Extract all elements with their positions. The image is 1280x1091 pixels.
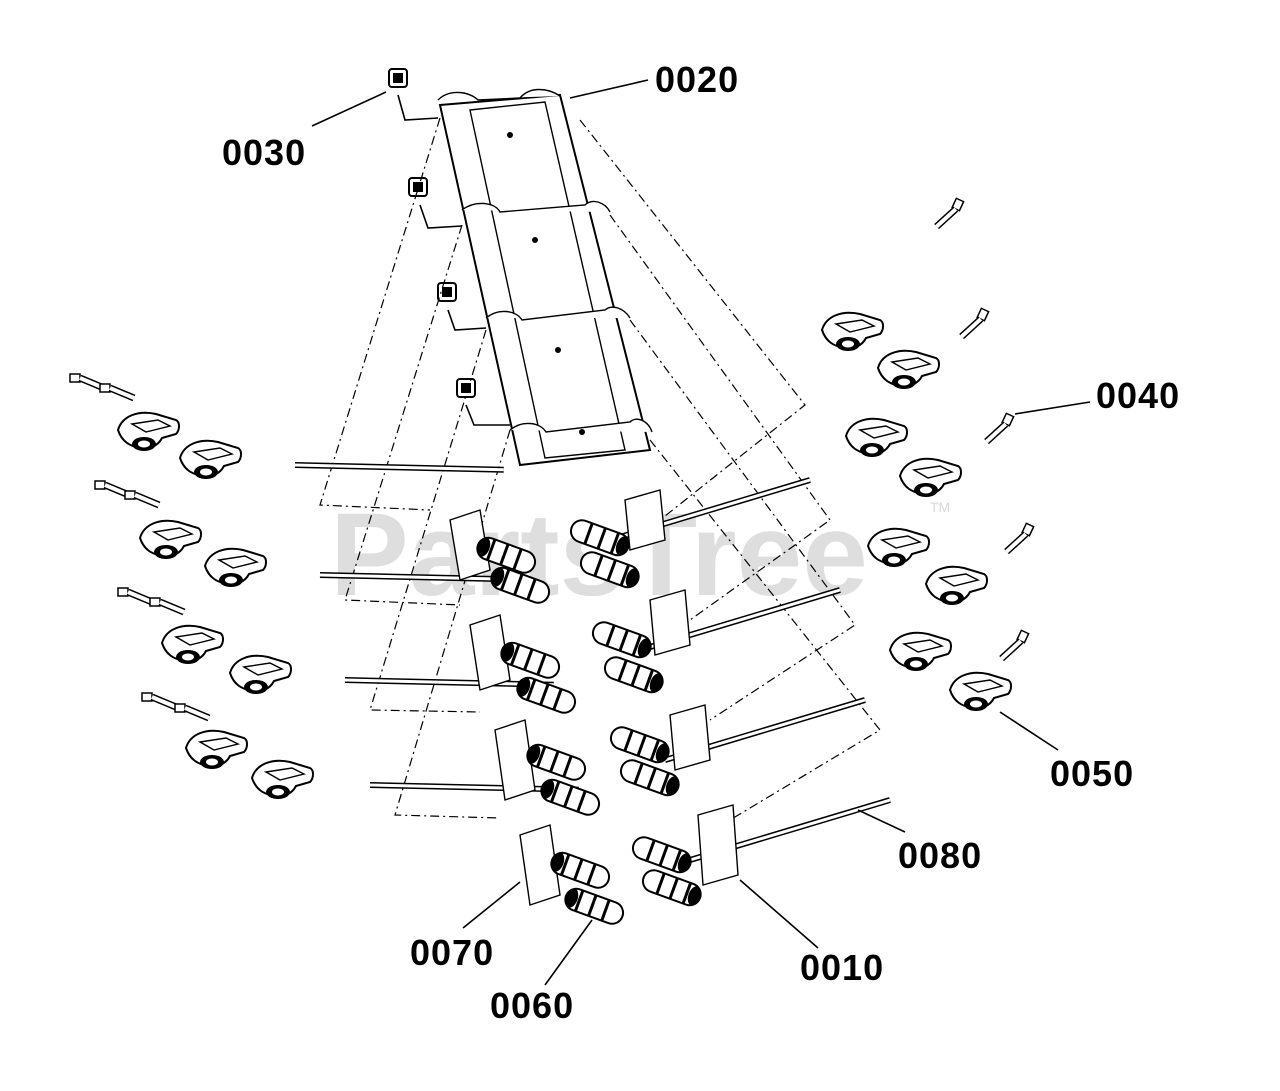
leader-0020 xyxy=(569,79,649,99)
watermark-trademark: TM xyxy=(930,499,950,515)
callout-0070: 0070 xyxy=(410,932,494,973)
leader-0040 xyxy=(1014,401,1091,415)
right-rocker-arms xyxy=(821,196,1034,712)
callout-0010: 0010 xyxy=(800,947,884,988)
left-rocker-arms xyxy=(70,374,314,800)
callout-0020: 0020 xyxy=(655,59,739,100)
bracket-nut-1 xyxy=(388,68,408,88)
leader-0050 xyxy=(999,711,1059,751)
leader-0070 xyxy=(462,881,521,929)
leader-0030 xyxy=(311,91,387,127)
rocker-shaft-bracket xyxy=(437,88,653,467)
leader-0060 xyxy=(544,919,593,986)
bracket-nut-4 xyxy=(456,378,476,398)
push-rod-guides xyxy=(449,489,739,906)
callout-0080: 0080 xyxy=(898,835,982,876)
callout-0060: 0060 xyxy=(490,985,574,1026)
leader-0010 xyxy=(739,879,819,949)
bracket-nut-2 xyxy=(408,177,428,197)
callout-0040: 0040 xyxy=(1096,375,1180,416)
callout-0030: 0030 xyxy=(222,132,306,173)
leader-0080 xyxy=(857,809,906,833)
callout-0050: 0050 xyxy=(1050,753,1134,794)
